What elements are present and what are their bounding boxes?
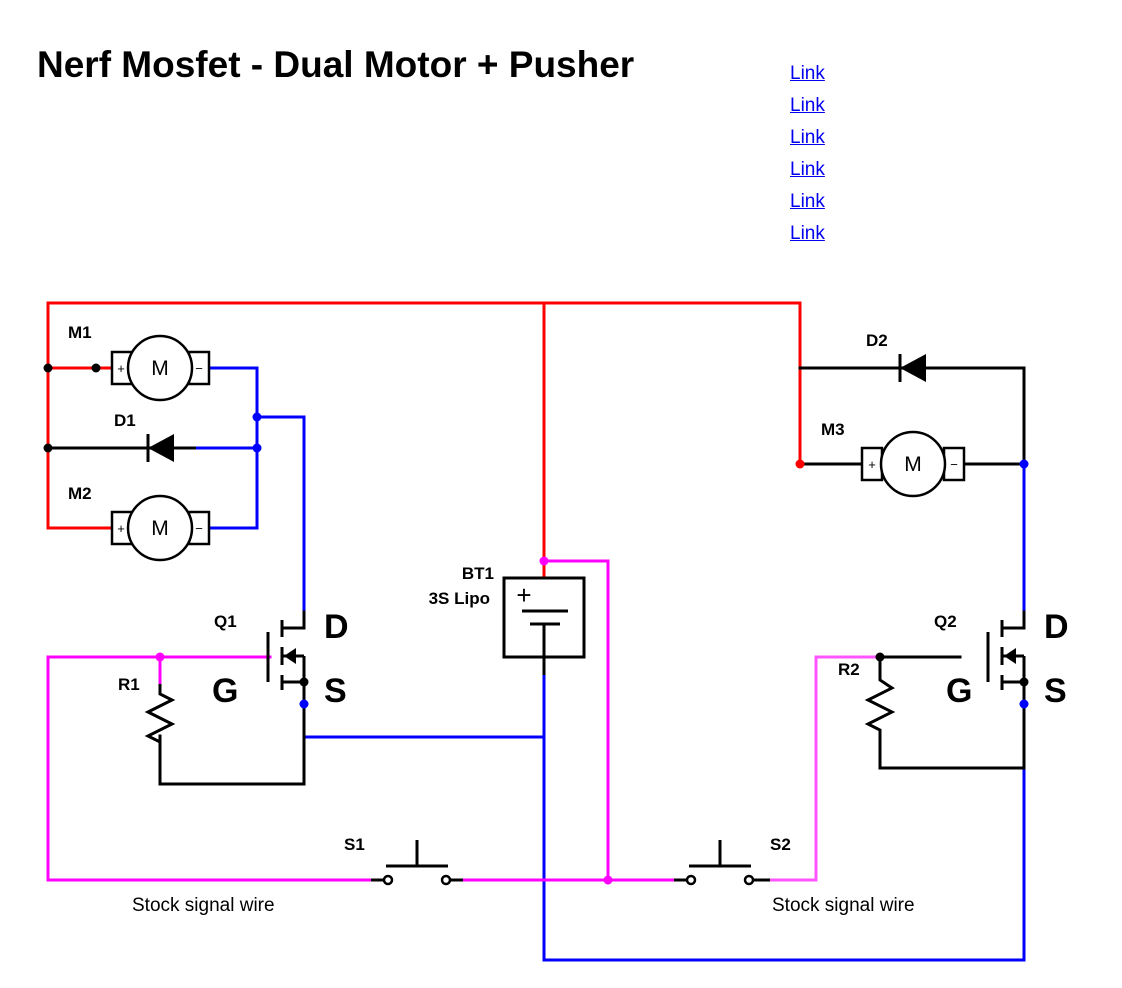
- r1-label: R1: [118, 675, 140, 694]
- link-5[interactable]: Link: [790, 191, 825, 212]
- m2-plus: +: [117, 521, 125, 536]
- resistor-r2: R2: [838, 660, 896, 736]
- component-wiring: [46, 366, 1026, 786]
- bt1-value: 3S Lipo: [429, 589, 490, 608]
- link-2[interactable]: Link: [790, 95, 825, 116]
- switch-s2: S2: [674, 835, 791, 886]
- q1-drain-label: D: [324, 608, 349, 646]
- q2-gate-label: G: [946, 672, 972, 710]
- bt1-plus: +: [516, 580, 531, 610]
- signal-net-right: [768, 655, 882, 882]
- q1-source-label: S: [324, 672, 347, 710]
- q1-gate-label: G: [212, 672, 238, 710]
- s2-label: S2: [770, 835, 791, 854]
- m2-symbol: M: [151, 517, 169, 540]
- page-title: Nerf Mosfet - Dual Motor + Pusher: [37, 44, 635, 85]
- link-6[interactable]: Link: [790, 223, 825, 244]
- m3-plus: +: [868, 457, 876, 472]
- switch-s1: S1: [344, 835, 463, 886]
- m3-symbol: M: [904, 453, 922, 476]
- link-1[interactable]: Link: [790, 63, 825, 84]
- mosfet-q1: [266, 620, 306, 690]
- link-list: Link Link Link Link Link Link: [790, 62, 825, 254]
- q2-source-label: S: [1044, 672, 1067, 710]
- q2-label: Q2: [934, 612, 957, 631]
- d1-label: D1: [114, 411, 136, 430]
- bt1-label: BT1: [462, 564, 494, 583]
- s1-label: S1: [344, 835, 365, 854]
- motor-m2: M + − M2: [68, 484, 211, 562]
- signal-wire-label-left: Stock signal wire: [132, 895, 275, 916]
- m3-minus: −: [950, 457, 958, 472]
- signal-wire-label-right: Stock signal wire: [772, 895, 915, 916]
- m1-minus: −: [195, 361, 203, 376]
- link-4[interactable]: Link: [790, 159, 825, 180]
- junction-dots: [43, 363, 1029, 885]
- r2-label: R2: [838, 660, 860, 679]
- diode-d2: D2: [866, 331, 926, 382]
- d2-label: D2: [866, 331, 888, 350]
- m3-label: M3: [821, 420, 845, 439]
- mosfet-q2: [986, 620, 1026, 690]
- m2-minus: −: [195, 521, 203, 536]
- m1-symbol: M: [151, 357, 169, 380]
- m2-label: M2: [68, 484, 92, 503]
- diode-d1: D1: [112, 411, 196, 462]
- q1-label: Q1: [214, 612, 237, 631]
- resistor-r1: R1: [118, 675, 176, 745]
- q2-drain-label: D: [1044, 608, 1069, 646]
- m1-plus: +: [117, 361, 125, 376]
- motor-m3: M + − M3: [821, 420, 966, 498]
- motor-m1: M + − M1: [68, 323, 211, 402]
- positive-net: [46, 301, 802, 580]
- link-3[interactable]: Link: [790, 127, 825, 148]
- m1-label: M1: [68, 323, 92, 342]
- battery-bt1: + BT1 3S Lipo: [429, 564, 586, 675]
